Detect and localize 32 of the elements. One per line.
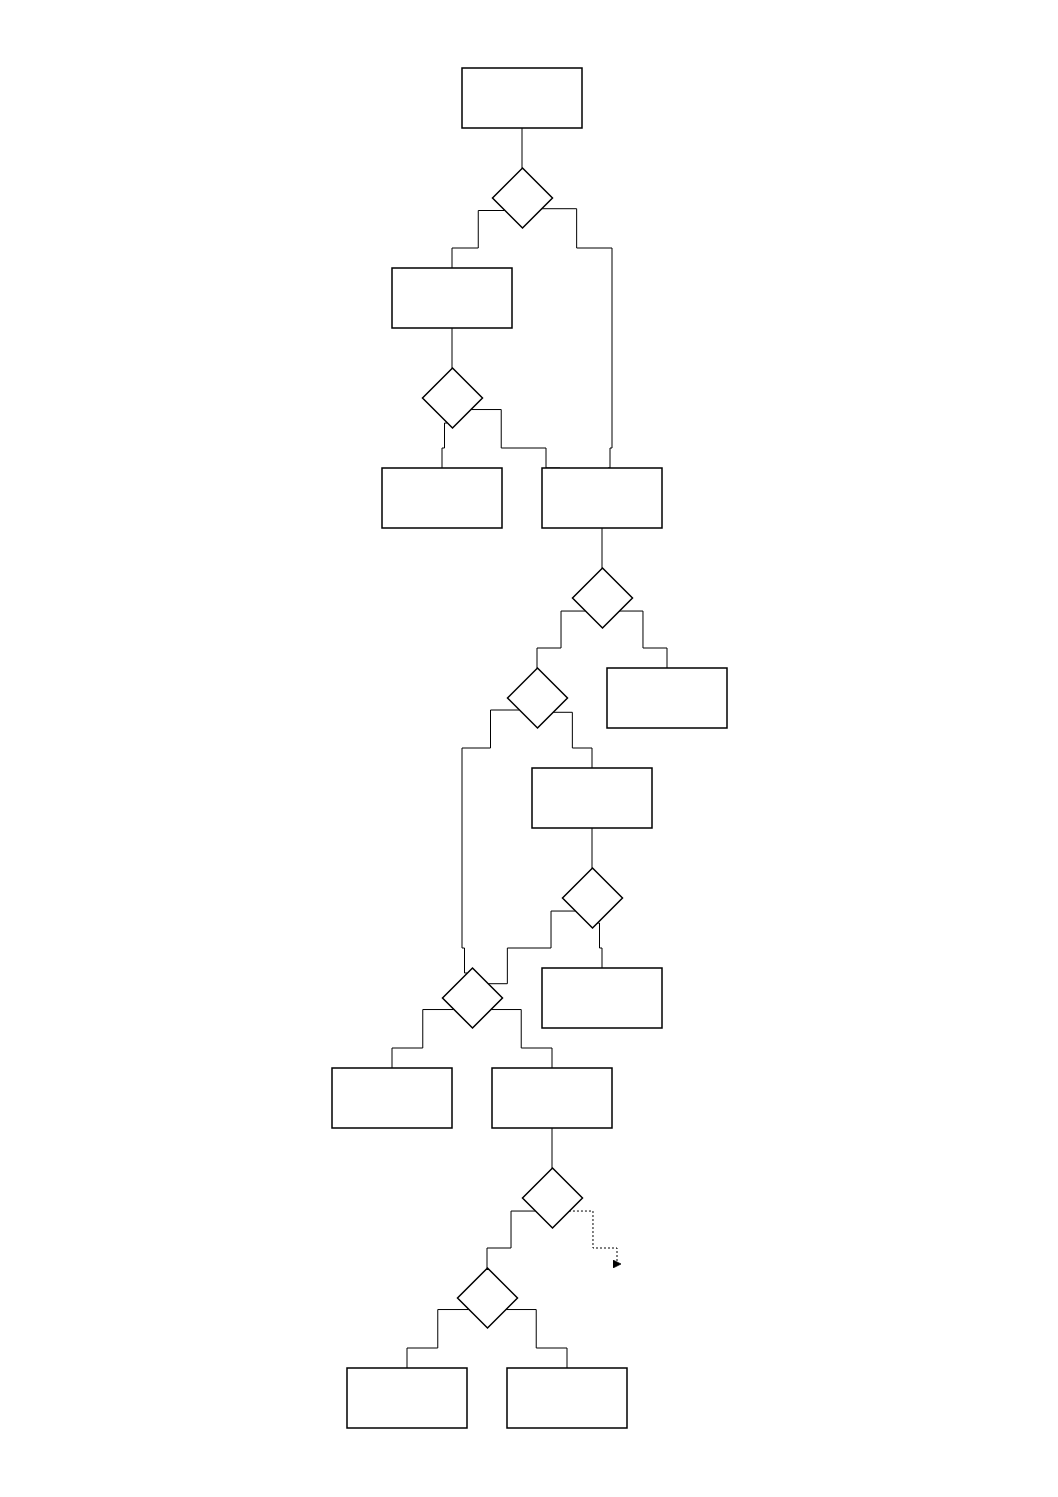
connector: [521, 127, 522, 169]
connector: [504, 1309, 567, 1369]
connector: [489, 1009, 552, 1069]
node-box: [460, 67, 583, 129]
connector: [406, 1309, 469, 1369]
node-diamond: [440, 966, 504, 1030]
connector: [596, 922, 602, 969]
node-box: [540, 967, 663, 1029]
node-box: [380, 467, 503, 529]
node-box: [390, 267, 513, 329]
node-diamond: [570, 566, 634, 630]
node-box: [330, 1067, 453, 1129]
connector: [461, 709, 519, 974]
node-diamond: [520, 1166, 584, 1230]
node-diamond: [420, 366, 484, 430]
connector: [601, 527, 602, 569]
node-box: [530, 767, 653, 829]
connector: [591, 827, 592, 869]
node-diamond: [490, 166, 554, 230]
connector: [540, 208, 612, 469]
connector: [391, 1009, 454, 1069]
node-diamond: [505, 666, 569, 730]
node-diamond: [560, 866, 624, 930]
node-box: [490, 1067, 613, 1129]
node-box: [605, 667, 728, 729]
connector: [451, 327, 452, 369]
connector: [551, 1127, 552, 1169]
node-box: [540, 467, 663, 529]
node-box: [345, 1367, 468, 1429]
node-box: [505, 1367, 628, 1429]
connector: [441, 422, 447, 469]
node-diamond: [455, 1266, 519, 1330]
